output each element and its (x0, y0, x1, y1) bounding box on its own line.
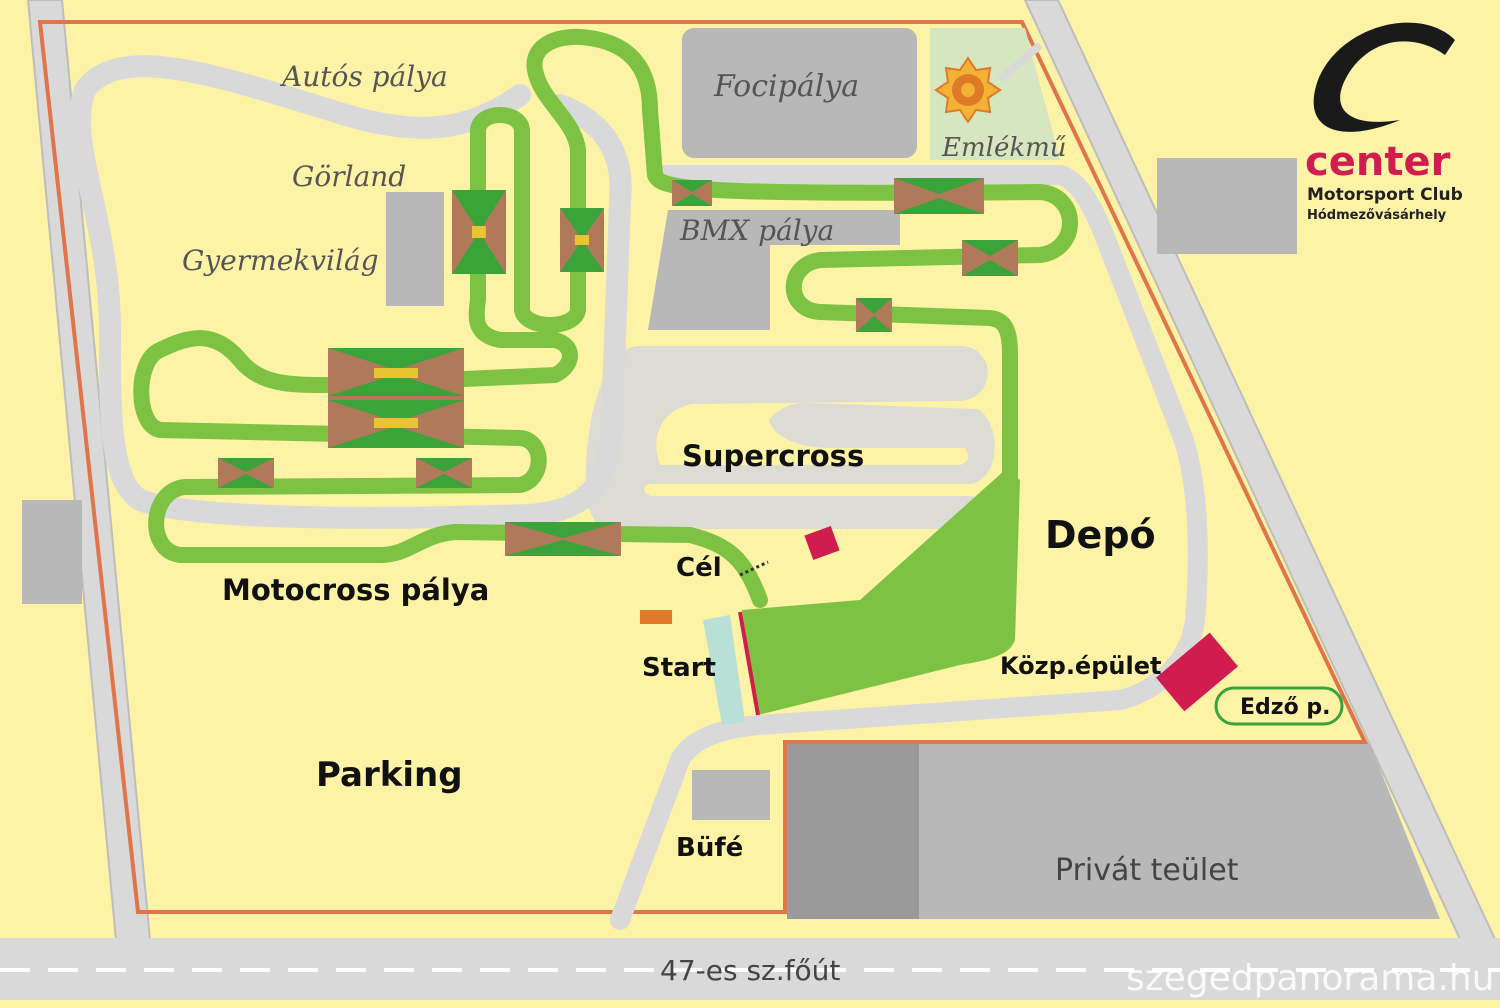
logo-swoosh (1313, 22, 1455, 132)
edzo-p-box (1214, 686, 1344, 726)
jump-markers (218, 178, 1018, 556)
center-logo: center Motorsport Club Hódmezővásárhely (1305, 22, 1463, 223)
private-area-dark (787, 744, 919, 919)
label-edzo-p: Edző p. (1240, 695, 1330, 720)
bmx-palya-area (648, 210, 900, 330)
start-area (742, 470, 1020, 715)
label-gyermekvilag: Gyermekvilág (182, 244, 379, 277)
gorland-building (386, 192, 444, 306)
label-privat-terulet: Privát teület (1055, 853, 1239, 888)
logo-line2: Hódmezővásárhely (1307, 208, 1447, 223)
focipalya-building (682, 28, 917, 158)
left-edge-building (22, 500, 82, 604)
finish-line (739, 560, 769, 577)
start-gate (703, 615, 745, 725)
label-bufe: Büfé (676, 833, 743, 863)
cel-marker (804, 525, 840, 561)
start-marker (640, 610, 672, 624)
label-supercross: Supercross (682, 439, 864, 473)
supercross-track (585, 346, 995, 529)
motocross-track (133, 28, 1078, 608)
label-depo: Depó (1045, 513, 1156, 557)
right-road (1023, 0, 1500, 951)
start-line (738, 611, 760, 716)
inner-road-east (610, 165, 1208, 930)
label-kozp-epulet: Közp.épület (1000, 652, 1161, 680)
label-focipalya: Focipálya (713, 69, 859, 104)
watermark: szegedpanorama.hu (1126, 958, 1494, 999)
monument-path (997, 41, 1043, 84)
right-building (1157, 158, 1297, 254)
supercross-infield (656, 405, 969, 465)
logo-brand: center (1305, 139, 1451, 185)
label-bmx-palya: BMX pálya (679, 214, 834, 247)
label-cel: Cél (676, 553, 722, 583)
label-motocross-palya: Motocross pálya (222, 573, 489, 607)
kozp-epulet-building (1156, 632, 1238, 712)
bufe-building (692, 770, 770, 820)
label-main-road: 47-es sz.főút (660, 954, 840, 987)
label-start: Start (642, 653, 716, 683)
label-autos-palya: Autós pálya (279, 60, 448, 93)
logo-line1: Motorsport Club (1307, 185, 1463, 205)
emlekmu-icon (934, 56, 1002, 124)
private-area (919, 744, 1440, 919)
property-boundary (37, 20, 1369, 914)
label-emlekmu: Emlékmű (941, 133, 1067, 163)
label-parking: Parking (316, 755, 463, 795)
label-gorland: Görland (292, 160, 406, 193)
